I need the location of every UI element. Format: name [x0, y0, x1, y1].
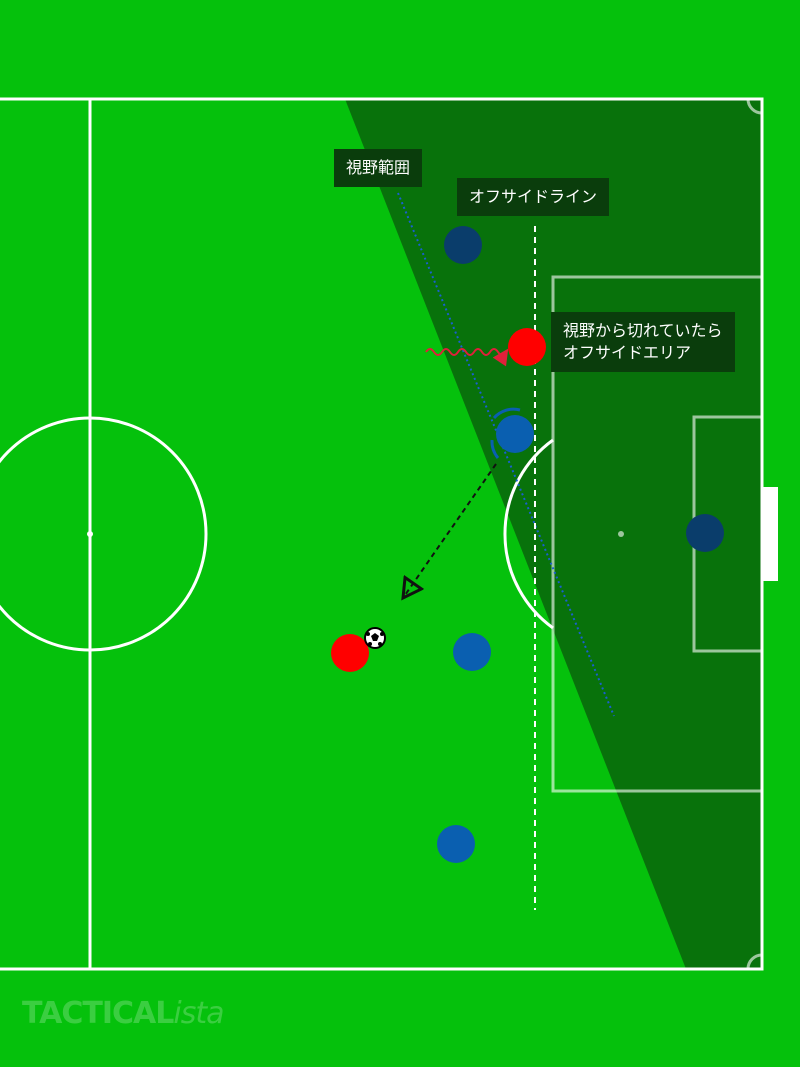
defender-player — [444, 226, 482, 264]
ball-icon — [364, 627, 386, 649]
watermark-suffix: ista — [173, 996, 224, 1031]
offside-area-label: 視野から切れていたら オフサイドエリア — [551, 312, 735, 372]
penalty-spot — [618, 531, 624, 537]
attacker-ball-carrier — [331, 634, 369, 672]
corner-arc-bottom — [746, 953, 763, 970]
goalkeeper-player — [686, 514, 724, 552]
scan-arc-icon-left — [490, 439, 500, 459]
corner-arc-top — [746, 98, 763, 115]
vision-label: 視野範囲 — [334, 149, 423, 187]
watermark-logo: TACTICALista — [22, 996, 224, 1031]
offside-area-label-line2: オフサイドエリア — [563, 343, 692, 362]
center-spot — [87, 531, 93, 537]
defender-player — [453, 633, 491, 671]
vision-line — [397, 192, 615, 717]
penalty-arc — [503, 438, 554, 630]
view-arrow — [403, 463, 497, 598]
scan-arc-icon — [492, 407, 521, 420]
defender-player — [437, 825, 475, 863]
center-circle — [0, 416, 208, 652]
offside-area-label-line1: 視野から切れていたら — [563, 321, 723, 340]
watermark-brand: TACTICAL — [22, 996, 174, 1031]
attacker-offside — [508, 328, 546, 366]
goal — [762, 487, 778, 581]
run-arrow — [425, 348, 509, 367]
offside-line-label: オフサイドライン — [457, 178, 610, 216]
defender-scanning — [496, 415, 534, 453]
